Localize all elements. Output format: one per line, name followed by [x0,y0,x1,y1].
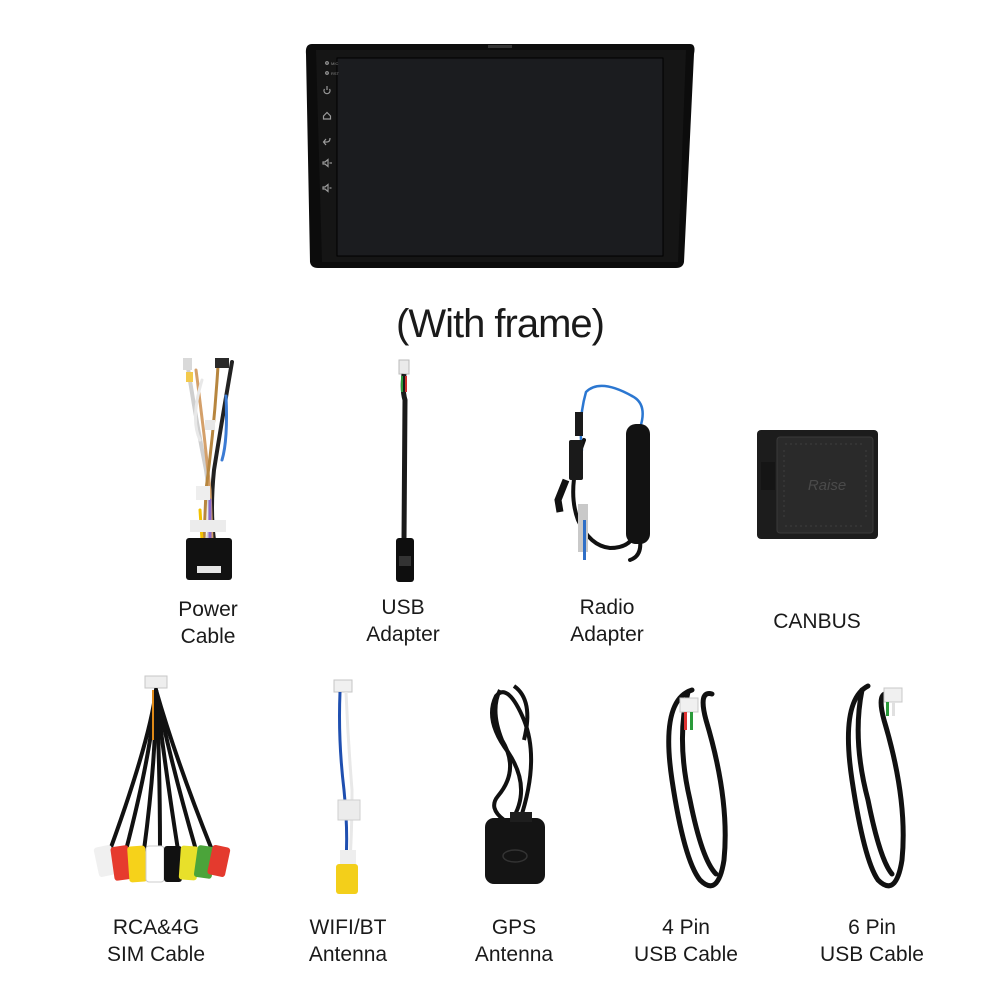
caption-line2: SIM Cable [106,943,206,966]
caption-line1: WIFI/BT [309,916,387,939]
caption-line2: Adapter [570,623,644,646]
home-icon [322,111,332,120]
reset-icon [325,71,329,75]
volume-up-icon [322,158,332,168]
power-icon [323,86,331,95]
caption-line1: 6 Pin [848,916,896,939]
caption-usb-cable-4pin: 4 Pin USB Cable [606,914,766,968]
caption-line1: Radio [579,596,635,619]
caption-radio-adapter: Radio Adapter [527,594,687,648]
caption-usb-cable-6pin: 6 Pin USB Cable [792,914,952,968]
caption-line2: Adapter [366,623,440,646]
headline: (With frame) [396,302,605,346]
caption-line1: USB [381,596,425,619]
caption-canbus: CANBUS [737,608,897,635]
caption-gps-antenna: GPS Antenna [434,914,594,968]
mic-label: MIC [331,61,338,66]
mic-icon [325,61,329,65]
canbus-logo: Raise [808,477,846,494]
caption-usb-adapter: USB Adapter [323,594,483,648]
caption-line1: RCA&4G [112,916,200,939]
caption-rca-sim-cable: RCA&4G SIM Cable [76,914,236,968]
caption-line2: Antenna [308,943,388,966]
head-unit-image: MIC RST [305,44,695,268]
caption-line1: GPS [491,916,537,939]
caption-line2: USB Cable [634,943,738,966]
caption-line2: Cable [180,625,236,648]
caption-line1: 4 Pin [662,916,710,939]
rst-label: RST [331,71,340,76]
caption-line1: Power [178,598,238,621]
caption-power-cable: Power Cable [128,596,288,650]
caption-line2: Antenna [474,943,554,966]
caption-line2: USB Cable [820,943,924,966]
side-button-strip [322,61,332,193]
caption-wifi-bt-antenna: WIFI/BT Antenna [268,914,428,968]
back-icon [322,137,331,146]
caption-line1: CANBUS [773,610,861,633]
volume-down-icon [322,183,332,193]
